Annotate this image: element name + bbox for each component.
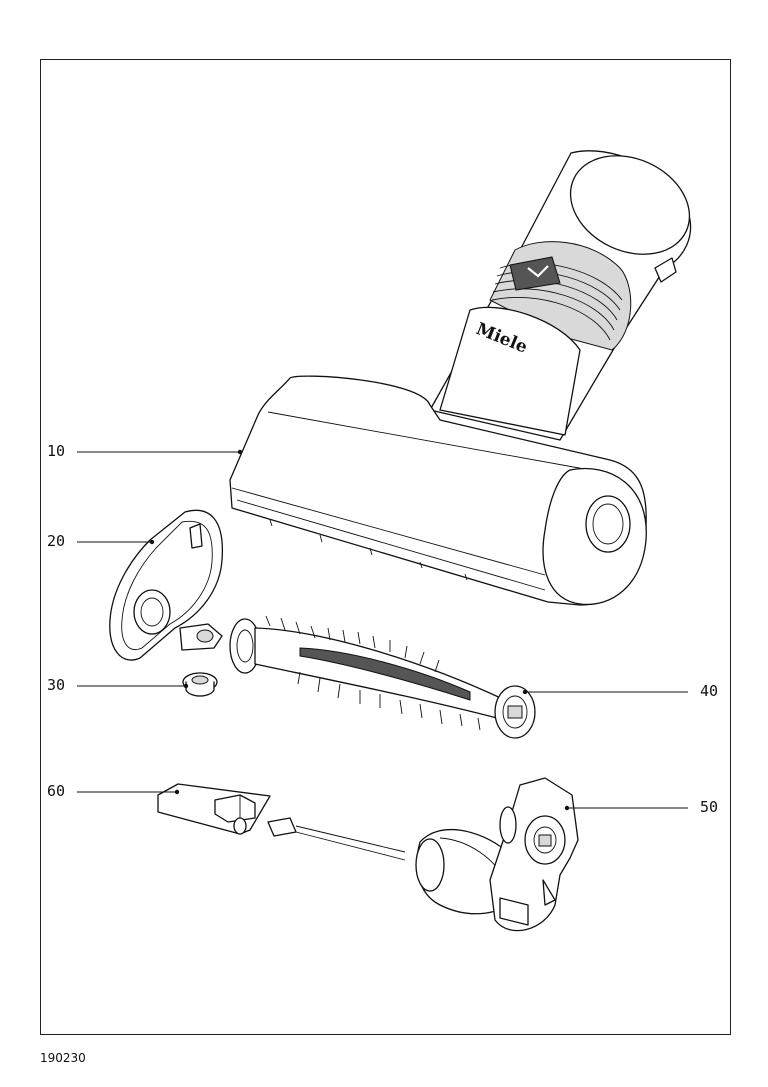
callout-leaders [77, 449, 688, 811]
callout-label-30: 30 [47, 676, 66, 694]
leader-dot-60 [174, 789, 180, 795]
circuit-board-part [157, 783, 271, 835]
leader-dot-50 [564, 805, 570, 811]
motor-unit-part [267, 777, 579, 932]
callout-label-40: 40 [700, 682, 719, 700]
leader-dot-10 [237, 449, 243, 455]
leader-dot-20 [149, 539, 155, 545]
drawing-frame [40, 59, 731, 1035]
callout-label-60: 60 [47, 782, 66, 800]
callout-label-10: 10 [47, 442, 66, 460]
bearing-part [182, 672, 218, 697]
callout-label-50: 50 [700, 798, 719, 816]
side-cover-part [109, 509, 224, 661]
callout-label-20: 20 [47, 532, 66, 550]
brush-roller-part [229, 615, 536, 739]
leader-dot-40 [522, 689, 528, 695]
housing-part: Miele [229, 150, 692, 606]
document-number: 190230 [40, 1051, 86, 1065]
leader-dot-30 [183, 683, 189, 689]
